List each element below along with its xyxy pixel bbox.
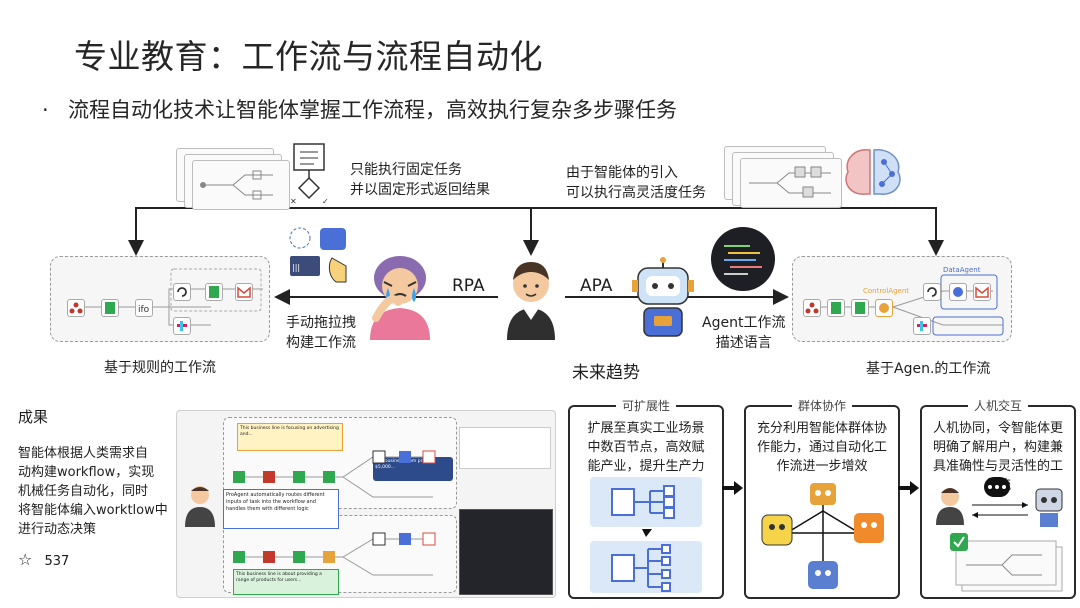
- results-heading: 成果: [18, 408, 49, 426]
- note-manual-build: 手动拖拉拽 构建工作流: [286, 315, 356, 351]
- results-description: 智能体根据人类需求自 动构建workflow，实现 机械任务自动化，同时 将智能…: [18, 446, 168, 537]
- panel-title: 群体协作: [791, 397, 853, 414]
- panel-title: 人机交互: [967, 397, 1029, 414]
- label-future-trend: 未来趋势: [572, 363, 640, 383]
- rule-workflow-diagram: ifo: [50, 256, 270, 342]
- agent-icon: [949, 283, 967, 301]
- agent-swarm-icon: [761, 483, 884, 589]
- note-fixed-task: 只能执行固定任务 并以固定形式返回结果: [350, 162, 490, 198]
- scale-tree-icon: [590, 477, 702, 593]
- panel-scalability: 可扩展性 扩展至真实工业场景中数百节点，高效赋能产业，提升生产力: [568, 397, 724, 599]
- sheet-icon: [851, 299, 869, 317]
- label-rule-workflow: 基于规则的工作流: [104, 360, 216, 376]
- note-agent-intro: 由于智能体的引入 可以执行高灵活度任务: [566, 165, 706, 201]
- gmail-icon: [973, 283, 991, 301]
- panel-text: 扩展至真实工业场景中数百节点，高效赋能产业，提升生产力: [587, 421, 705, 474]
- user-avatar-icon: [183, 483, 217, 527]
- svg-text:|||: |||: [292, 263, 300, 272]
- bullet-text: 流程自动化技术让智能体掌握工作流程，高效执行复杂多步骤任务: [68, 98, 677, 122]
- brain-network-icon: [840, 144, 906, 202]
- note-agent-language: Agent工作流 描述语言: [702, 315, 786, 351]
- note-box-2: ProAgent automatically routes different …: [223, 489, 339, 529]
- person-avatar: [497, 254, 565, 340]
- proagent-screenshot: This business line is focusing on advert…: [176, 410, 556, 598]
- terminal-preview: [459, 509, 553, 595]
- robot-icon: [630, 256, 696, 340]
- email-preview: [459, 427, 551, 469]
- slack-icon: [173, 317, 191, 335]
- label-rpa: RPA: [452, 276, 485, 296]
- code-screen-icon: [710, 226, 776, 292]
- bullet-line: · 流程自动化技术让智能体掌握工作流程，高效执行复杂多步骤任务: [42, 94, 677, 124]
- agent-icon: [875, 299, 893, 317]
- workflow-paper: [740, 158, 842, 208]
- svg-text:✕: ✕: [290, 197, 297, 206]
- star-icon: ☆: [18, 550, 33, 569]
- slack-icon: [913, 317, 931, 335]
- panel-text: 充分利用智能体群体协作能力，通过自动化工作流进一步增效: [756, 421, 887, 474]
- mini-flow-icon: [749, 166, 831, 198]
- data-agent-text: DataAgent: [943, 266, 981, 274]
- frustrated-person-icon: [362, 252, 438, 340]
- mini-flow-icon: [200, 170, 273, 200]
- sync-icon: [173, 283, 191, 301]
- star-count: 537: [44, 554, 70, 569]
- label-apa: APA: [580, 276, 613, 296]
- sync-icon: [923, 283, 941, 301]
- webhook-icon: [67, 299, 85, 317]
- webhook-icon: [803, 299, 821, 317]
- svg-text:ifo: ifo: [138, 305, 150, 315]
- note-box-1: This business line is focusing on advert…: [237, 423, 343, 451]
- doc-icon: ifo: [135, 299, 153, 317]
- svg-text:✓: ✓: [322, 197, 329, 206]
- note-box-3: This business line is about providing a …: [233, 569, 339, 595]
- bullet-marker: ·: [42, 98, 49, 122]
- sheet-icon: [205, 283, 223, 301]
- panel-human-interaction: 人机交互 人机协同，令智能体更明确了解用户，构建兼具准确性与灵活性的工作流: [920, 397, 1076, 599]
- screenshot-flow-lines: [233, 450, 436, 576]
- agent-workflow-diagram: ControlAgent DataAgent: [792, 256, 1012, 342]
- gmail-icon: [235, 283, 253, 301]
- panel-group-collab: 群体协作 充分利用智能体群体协作能力，通过自动化工作流进一步增效: [744, 397, 900, 599]
- workflow-paper: [192, 160, 290, 210]
- arrow-right-icon: [898, 481, 919, 495]
- human-agent-chat-icon: [936, 477, 1063, 592]
- control-agent-text: ControlAgent: [863, 287, 909, 295]
- star-rating[interactable]: ☆ 537: [18, 550, 69, 569]
- drag-drop-icon: |||: [284, 224, 354, 288]
- note-bubble: The business from profit is $5,000...: [373, 457, 453, 481]
- if-else-document-icon: ✕✓: [288, 142, 332, 206]
- label-agent-workflow: 基于Agen.的工作流: [866, 361, 991, 377]
- sheet-icon: [101, 299, 119, 317]
- page-title: 专业教育：工作流与流程自动化: [74, 37, 543, 76]
- sheet-icon: [827, 299, 845, 317]
- arrow-right-icon: [722, 481, 743, 495]
- panel-title: 可扩展性: [615, 397, 677, 414]
